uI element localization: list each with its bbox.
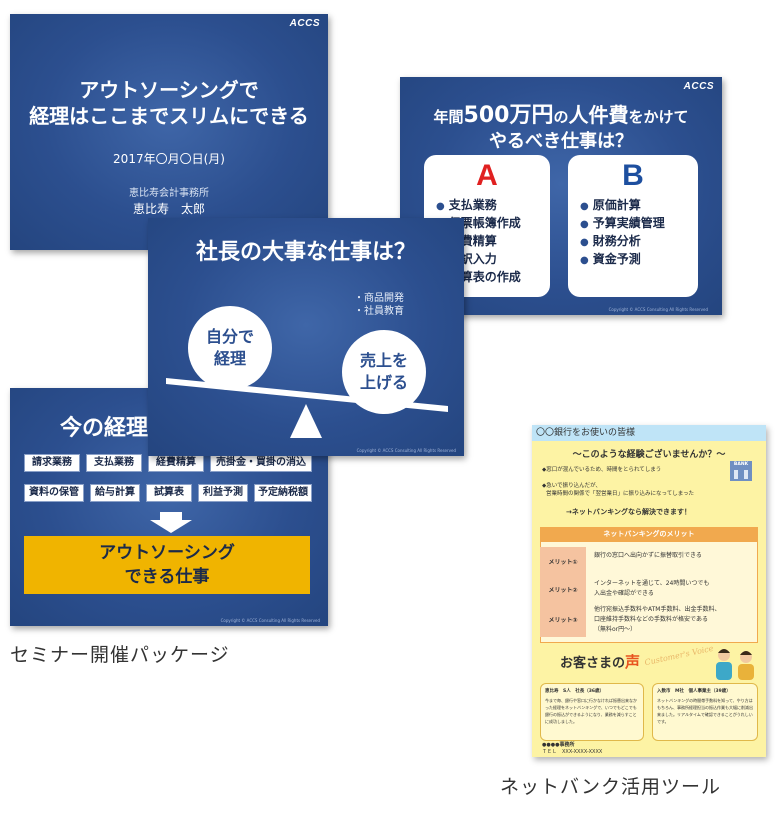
circle-self-accounting: 自分で経理 bbox=[188, 306, 272, 390]
task-tag: 支払業務 bbox=[86, 454, 142, 472]
caption-netbank-tool: ネットバンク活用ツール bbox=[500, 776, 721, 798]
experience-item-cont: 営業時間の関係で「翌営業日」に振り込みになってしまった bbox=[546, 491, 695, 497]
merit-row: メリット② インターネットを通じて、24時間いつでも入出金や確認ができる bbox=[540, 575, 758, 607]
solution-text: →ネットバンキングなら解決できます！ bbox=[566, 508, 692, 516]
copyright: Copyright © ACCS Consulting All Rights R… bbox=[356, 448, 456, 453]
slide-thumbnail-title: ACCS アウトソーシングで 経理はここまでスリムにできる 2017年〇月〇日(… bbox=[10, 14, 328, 250]
task-tag: 試算表 bbox=[146, 484, 192, 502]
merit-label: メリット② bbox=[540, 575, 586, 607]
slide-title: 今の経理 bbox=[60, 416, 149, 441]
voice-title: お客さまの声 bbox=[560, 653, 641, 671]
task-tag: 給与計算 bbox=[90, 484, 140, 502]
merit-label: メリット③ bbox=[540, 605, 586, 637]
bank-building-icon: BANK bbox=[730, 461, 752, 481]
merit-text: 他行宛振込手数料やATM手数料、出金手数料、口座維持手数料などの手数料が格安であ… bbox=[594, 606, 721, 633]
customer-voice-card: 恵比寿 S人 社長（36歳） 今まで毎、銀行や窓口に行かなければ振替出来なかった… bbox=[540, 683, 644, 741]
slide-question-line1: 年間500万円の人件費をかけて bbox=[433, 103, 689, 128]
merit-text: インターネットを通じて、24時間いつでも入出金や確認ができる bbox=[594, 580, 710, 597]
experience-item: ◆急いで振り込んだが、 bbox=[542, 483, 601, 489]
caption-seminar-package: セミナー開催パッケージ bbox=[10, 644, 230, 666]
slide-thumbnail-president-priority: 社長の大事な仕事は？ ・商品開発 ・社員教育 自分で経理 売上を上げる Copy… bbox=[148, 218, 464, 456]
down-arrow-icon bbox=[150, 512, 192, 533]
slide-title-line1: アウトソーシングで bbox=[79, 78, 259, 102]
task-tag: 予定納税額 bbox=[254, 484, 312, 502]
outsourcing-highlight-box: アウトソーシング できる仕事 bbox=[24, 536, 310, 594]
slide-title: 社長の大事な仕事は？ bbox=[195, 240, 416, 265]
copyright: Copyright © ACCS Consulting All Rights R… bbox=[220, 618, 320, 623]
list-item: 予算実績管理 bbox=[580, 215, 665, 233]
card-b: B 原価計算 予算実績管理 財務分析 資金予測 bbox=[568, 155, 698, 297]
flyer-headline: ～このような経験ございませんか？～ bbox=[572, 450, 726, 460]
accs-logo: ACCS bbox=[683, 81, 714, 92]
task-tag: 資料の保管 bbox=[24, 484, 84, 502]
presenter-name: 恵比寿 太郎 bbox=[132, 202, 205, 216]
voice-script-text: Customer's Voice bbox=[643, 643, 715, 668]
list-item: ・社員教育 bbox=[354, 306, 404, 317]
bullet-list: ・商品開発 ・社員教育 bbox=[354, 292, 404, 318]
footer-tel: ＴＥＬ XXX-XXXX-XXXX bbox=[542, 749, 603, 755]
task-tag: 売掛金・買掛の消込 bbox=[210, 454, 312, 472]
experience-item: ◆窓口が混んでいるため、時間をとられてしまう bbox=[542, 467, 662, 473]
list-item: 決算表の作成 bbox=[436, 269, 521, 287]
list-item: 財務分析 bbox=[580, 233, 665, 251]
task-tag: 経費精算 bbox=[148, 454, 204, 472]
slide-question-line2: やるべき仕事は？ bbox=[489, 131, 633, 152]
merit-title-bar: ネットバンキングのメリット bbox=[540, 527, 758, 541]
card-a-letter: A bbox=[476, 159, 498, 192]
task-tag: 利益予測 bbox=[198, 484, 248, 502]
accs-logo: ACCS bbox=[289, 18, 320, 29]
netbank-flyer-thumbnail: 〇〇銀行をお使いの皆様 ～このような経験ございませんか？～ ◆窓口が混んでいるた… bbox=[532, 425, 766, 757]
amount-text: 500万円 bbox=[463, 103, 554, 128]
merit-row: メリット③ 他行宛振込手数料やATM手数料、出金手数料、口座維持手数料などの手数… bbox=[540, 605, 758, 637]
flyer-header: 〇〇銀行をお使いの皆様 bbox=[532, 425, 766, 441]
list-item: 資金予測 bbox=[580, 251, 665, 269]
list-item: 伝票帳簿作成 bbox=[436, 215, 521, 233]
slide-title-line2: 経理はここまでスリムにできる bbox=[29, 104, 309, 128]
customer-voice-card: 入数市 M社 個人事業主（39歳） ネットバンキングの時間帯手数料を知って、やり… bbox=[652, 683, 758, 741]
customer-people-icon bbox=[716, 649, 754, 680]
merit-row: メリット① 銀行の窓口へ出向かずに振替取引できる bbox=[540, 547, 758, 579]
card-b-letter: B bbox=[622, 159, 644, 192]
list-item: ・商品開発 bbox=[354, 293, 404, 304]
merit-text: 銀行の窓口へ出向かずに振替取引できる bbox=[594, 552, 702, 559]
copyright: Copyright © ACCS Consulting All Rights R… bbox=[608, 307, 708, 312]
merit-label: メリット① bbox=[540, 547, 586, 579]
task-tag: 請求業務 bbox=[24, 454, 80, 472]
footer-office: ●●●●事務所 bbox=[542, 742, 575, 748]
seesaw-icon bbox=[166, 378, 448, 438]
card-b-list: 原価計算 予算実績管理 財務分析 資金予測 bbox=[580, 197, 665, 269]
office-name: 恵比寿会計事務所 bbox=[129, 188, 209, 199]
list-item: 原価計算 bbox=[580, 197, 665, 215]
slide-date: 2017年〇月〇日(月) bbox=[113, 152, 225, 166]
list-item: 支払業務 bbox=[436, 197, 521, 215]
